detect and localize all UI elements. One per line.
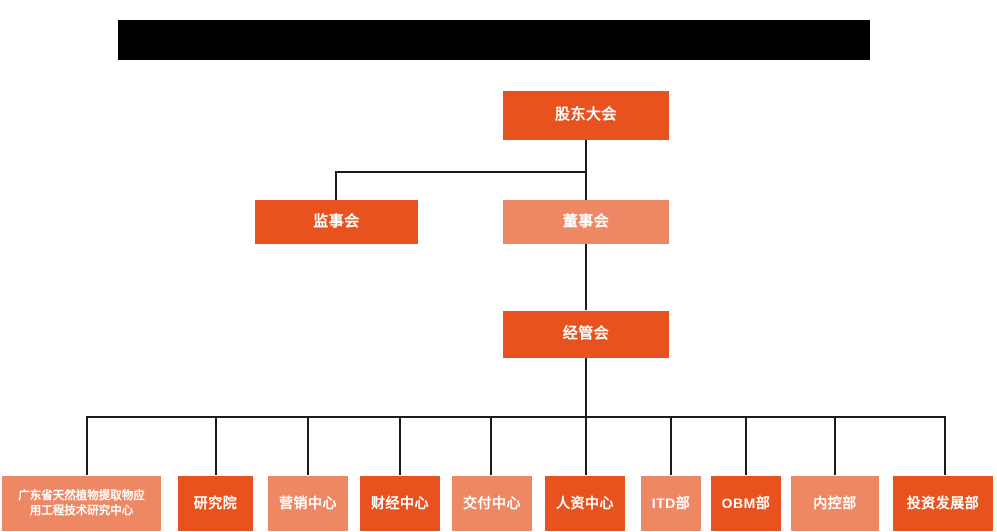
connector-drop-5 — [490, 416, 492, 475]
connector-l1-down — [585, 140, 587, 173]
node-dept-delivery-center[interactable]: 交付中心 — [452, 476, 532, 531]
node-dept-marketing-center[interactable]: 营销中心 — [268, 476, 348, 531]
connector-drop-10 — [944, 416, 946, 475]
connector-drop-8 — [745, 416, 747, 475]
node-dept-guangdong-research-center[interactable]: 广东省天然植物提取物应 用工程技术研究中心 — [2, 476, 161, 531]
connector-drop-3 — [307, 416, 309, 475]
connector-drop-6 — [585, 416, 587, 475]
node-dept-internal-control[interactable]: 内控部 — [791, 476, 879, 531]
connector-drop-9 — [834, 416, 836, 475]
node-shareholders-meeting[interactable]: 股东大会 — [503, 91, 669, 140]
connector-to-supervisors — [335, 171, 337, 200]
node-board-of-supervisors[interactable]: 监事会 — [255, 200, 418, 244]
dept-label-line-1: 广东省天然植物提取物应 — [18, 490, 145, 503]
redacted-title-bar — [118, 20, 870, 60]
node-management-committee[interactable]: 经管会 — [503, 311, 669, 358]
node-dept-research-institute[interactable]: 研究院 — [178, 476, 253, 531]
connector-drop-1 — [86, 416, 88, 475]
node-dept-itd[interactable]: ITD部 — [641, 476, 701, 531]
node-dept-hr-center[interactable]: 人资中心 — [545, 476, 625, 531]
connector-drop-7 — [670, 416, 672, 475]
connector-drop-2 — [215, 416, 217, 475]
connector-l2-bar — [335, 171, 587, 173]
connector-to-board — [585, 171, 587, 200]
connector-drop-4 — [399, 416, 401, 475]
connector-board-to-mgmt — [585, 243, 587, 310]
node-dept-investment-development[interactable]: 投资发展部 — [893, 476, 993, 531]
connector-mgmt-down — [585, 358, 587, 417]
dept-label-line-2: 用工程技术研究中心 — [29, 504, 134, 517]
node-board-of-directors[interactable]: 董事会 — [503, 200, 669, 244]
node-dept-finance-center[interactable]: 财经中心 — [360, 476, 440, 531]
connector-departments-bar — [86, 416, 945, 418]
node-dept-obm[interactable]: OBM部 — [711, 476, 781, 531]
